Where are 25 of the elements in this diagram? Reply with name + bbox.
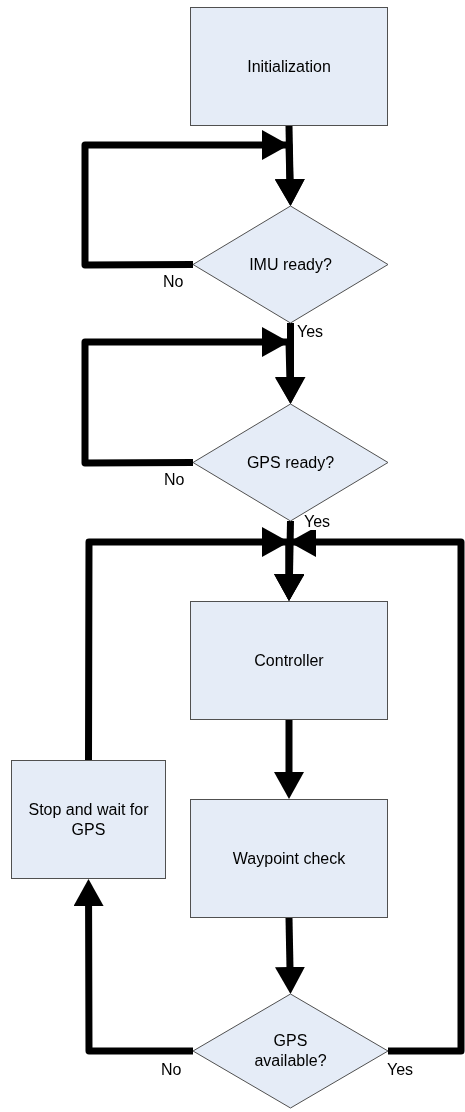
box-text: Waypoint check [232, 848, 346, 869]
box-text: Initialization [247, 56, 331, 77]
arrow [274, 917, 305, 994]
box-text: Stop and wait for GPS [27, 799, 150, 840]
process-box [190, 7, 388, 126]
decision-text: IMU ready? [249, 254, 332, 275]
decision-diamond [193, 206, 388, 323]
edge-label: No [160, 1062, 183, 1078]
process-box [190, 799, 388, 918]
edge-label: Yes [296, 324, 325, 340]
edge-label: No [163, 472, 186, 488]
box-text: Controller [254, 650, 324, 671]
decision-text: GPS available? [253, 1031, 328, 1071]
arrow [274, 720, 304, 799]
decision-text: GPS ready? [246, 452, 335, 473]
process-box [190, 601, 388, 720]
edge-label: No [162, 274, 185, 290]
arrow [274, 527, 465, 1055]
process-box [11, 760, 166, 879]
edge-label: Yes [303, 514, 332, 530]
arrow [73, 879, 193, 1055]
decision-diamond [193, 994, 388, 1108]
arrow [81, 327, 305, 467]
edge-label: Yes [386, 1062, 415, 1078]
arrow [81, 130, 305, 269]
